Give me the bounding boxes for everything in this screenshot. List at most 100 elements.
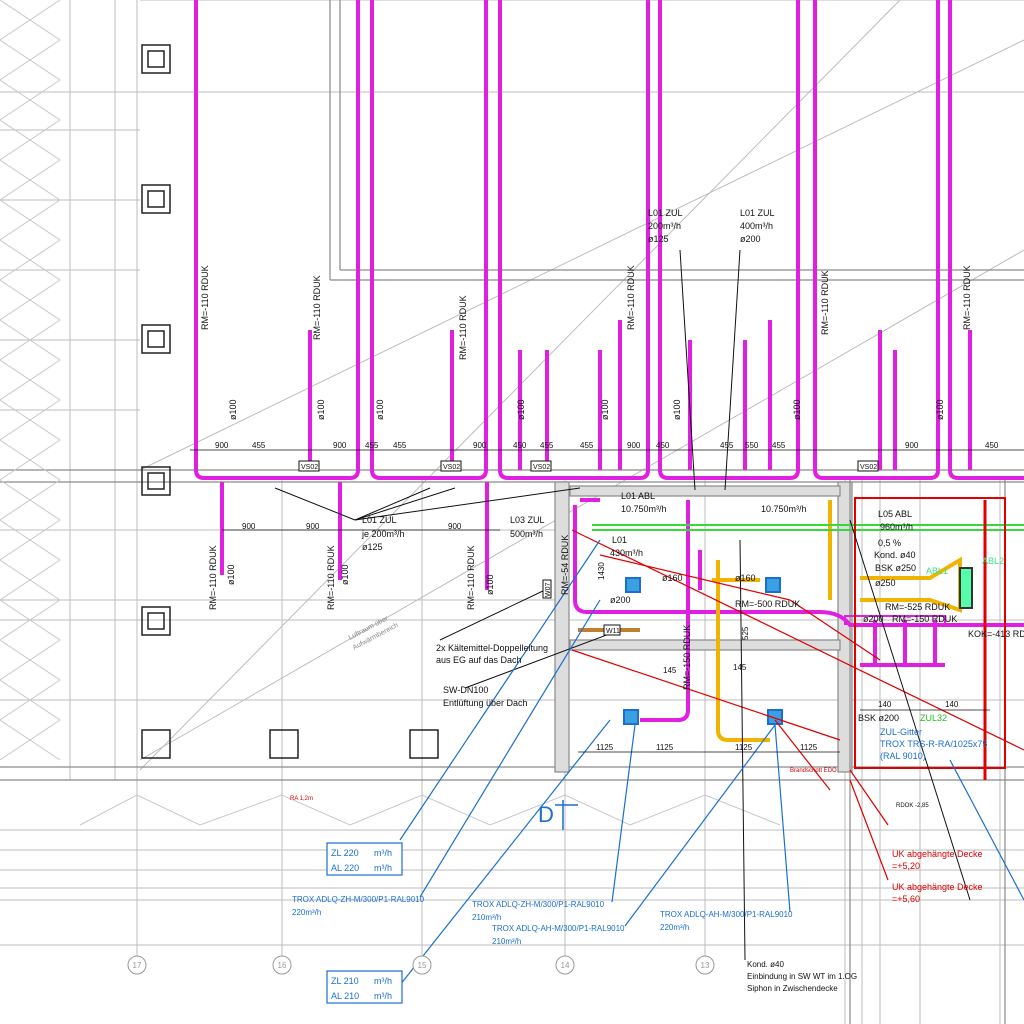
dim: 900	[333, 441, 347, 450]
dim: 140	[945, 700, 959, 709]
dim: 455	[772, 441, 786, 450]
dim: 1125	[735, 743, 753, 752]
pipe-level-label: RM=-110 RDUK	[466, 545, 476, 610]
label: ø125	[648, 234, 669, 244]
label: Einbindung in SW WT im 1.OG	[747, 972, 857, 981]
diameter-label: ø100	[792, 399, 802, 420]
label: ZUL32	[920, 713, 947, 723]
label: L01 ZUL	[362, 515, 397, 525]
tag-w11: W11	[606, 628, 620, 635]
tag-vs02: VS02	[443, 464, 460, 471]
label: ZUL-Gitter	[880, 727, 922, 737]
tag-vs02: VS02	[301, 464, 318, 471]
label: L05 ABL	[878, 509, 912, 519]
box-unit: m³/h	[374, 848, 392, 858]
pipe-level-label: RM=-110 RDUK	[820, 270, 830, 335]
tag-vs02: VS02	[860, 464, 877, 471]
annotations-red: UK abgehängte Decke =+5,20 UK abgehängte…	[290, 768, 983, 904]
dim: 900	[627, 441, 641, 450]
label: BSK ø200	[858, 713, 899, 723]
axis-bubbles	[127, 955, 715, 975]
diameter-label: ø100	[340, 564, 350, 585]
airflow-box: ZL 210 m³/h AL 210 m³/h	[326, 970, 403, 1004]
dim: 455	[540, 441, 554, 450]
pipe-level-label: RM=-150 RDUK	[682, 625, 692, 690]
label: Siphon in Zwischendecke	[747, 984, 838, 993]
label: ø160	[735, 573, 756, 583]
ceiling-diffusers	[623, 567, 973, 725]
pipe-level-label: RM=-110 RDUK	[312, 275, 322, 340]
dim: 455	[393, 441, 407, 450]
dim: 900	[473, 441, 487, 450]
diameter-label: ø100	[226, 564, 236, 585]
label: aus EG auf das Dach	[436, 655, 522, 665]
axis-label: 16	[278, 961, 287, 970]
dim: 1430	[597, 562, 606, 580]
label: 430m³/h	[610, 548, 643, 558]
pipe-level-label: RM=-110 RDUK	[458, 295, 468, 360]
label: L01	[612, 535, 627, 545]
dim: 900	[448, 522, 462, 531]
pipe-level-label: RM=-110 RDUK	[208, 545, 218, 610]
axis-label: 14	[561, 961, 570, 970]
diffuser-spec: TROX ADLQ-AH-M/300/P1-RAL9010	[660, 910, 793, 919]
box-unit: m³/h	[374, 976, 392, 986]
box-line: ZL 210	[331, 976, 359, 986]
box-line: AL 220	[331, 863, 359, 873]
label: ø200	[610, 595, 631, 605]
leader-lines	[274, 249, 1024, 986]
diffuser-spec: TROX ADLQ-ZH-M/300/P1-RAL9010	[292, 895, 425, 904]
dim: 900	[215, 441, 229, 450]
label: L01 ZUL	[740, 208, 775, 218]
diffuser-spec: TROX ADLQ-ZH-M/300/P1-RAL9010	[472, 900, 605, 909]
dim: 455	[252, 441, 266, 450]
dim: 145	[733, 663, 747, 672]
diameter-label: ø100	[935, 399, 945, 420]
diameter-label: ø100	[375, 399, 385, 420]
label: ø160	[662, 573, 683, 583]
label: RDOK -2,85	[896, 803, 929, 809]
label: RM=-525 RDUK	[885, 602, 950, 612]
label: BSK ø250	[875, 563, 916, 573]
dim: 1125	[800, 743, 818, 752]
label: 960m³/h	[880, 522, 913, 532]
tag-vs02: VS02	[533, 464, 550, 471]
box-unit: m³/h	[374, 863, 392, 873]
annotations-black: L01 ZUL 200m³/h ø125 L01 ZUL 400m³/h ø20…	[361, 208, 1024, 993]
dim: 450	[985, 441, 999, 450]
label: Kond. ø40	[874, 550, 916, 560]
dim: 455	[365, 441, 379, 450]
tag-w07: W07	[545, 583, 552, 598]
dim: 455	[720, 441, 734, 450]
label: 500m³/h	[510, 529, 543, 539]
label: 200m³/h	[648, 221, 681, 231]
dim: 455	[580, 441, 594, 450]
diameter-label: ø100	[228, 399, 238, 420]
label: KOK=-413 RDUK	[968, 629, 1024, 639]
label: RA 1,2m	[290, 796, 313, 802]
dim: 140	[878, 700, 892, 709]
pipe-level-label: RM=-110 RDUK	[326, 545, 336, 610]
pipe-level-label: RM=-110 RDUK	[626, 265, 636, 330]
dim: 550	[745, 441, 759, 450]
box-line: ZL 220	[331, 848, 359, 858]
green-duct	[592, 524, 1024, 531]
dimension-texts: 900 455 900 455 455 900 450 455 455 900 …	[215, 441, 999, 752]
diameter-label: ø100	[316, 399, 326, 420]
dim: 900	[242, 522, 256, 531]
label: 2x Kältemittel-Doppelleitung	[436, 643, 548, 653]
diffuser-spec: 220m³/h	[292, 908, 321, 917]
dim: 450	[656, 441, 670, 450]
pipe-level-label: RM=-110 RDUK	[200, 265, 210, 330]
box-line: AL 210	[331, 991, 359, 1001]
label: SW-DN100	[443, 685, 488, 695]
label: 400m³/h	[740, 221, 773, 231]
label: =+5,20	[892, 861, 920, 871]
airflow-box: ZL 220 m³/h AL 220 m³/h	[326, 842, 403, 876]
label: UK abgehängte Decke	[892, 882, 983, 892]
diffuser-spec: 220m³/h	[660, 923, 689, 932]
label: ø250	[875, 578, 896, 588]
label: je 200m³/h	[361, 529, 405, 539]
dimension-lines	[190, 449, 1024, 753]
